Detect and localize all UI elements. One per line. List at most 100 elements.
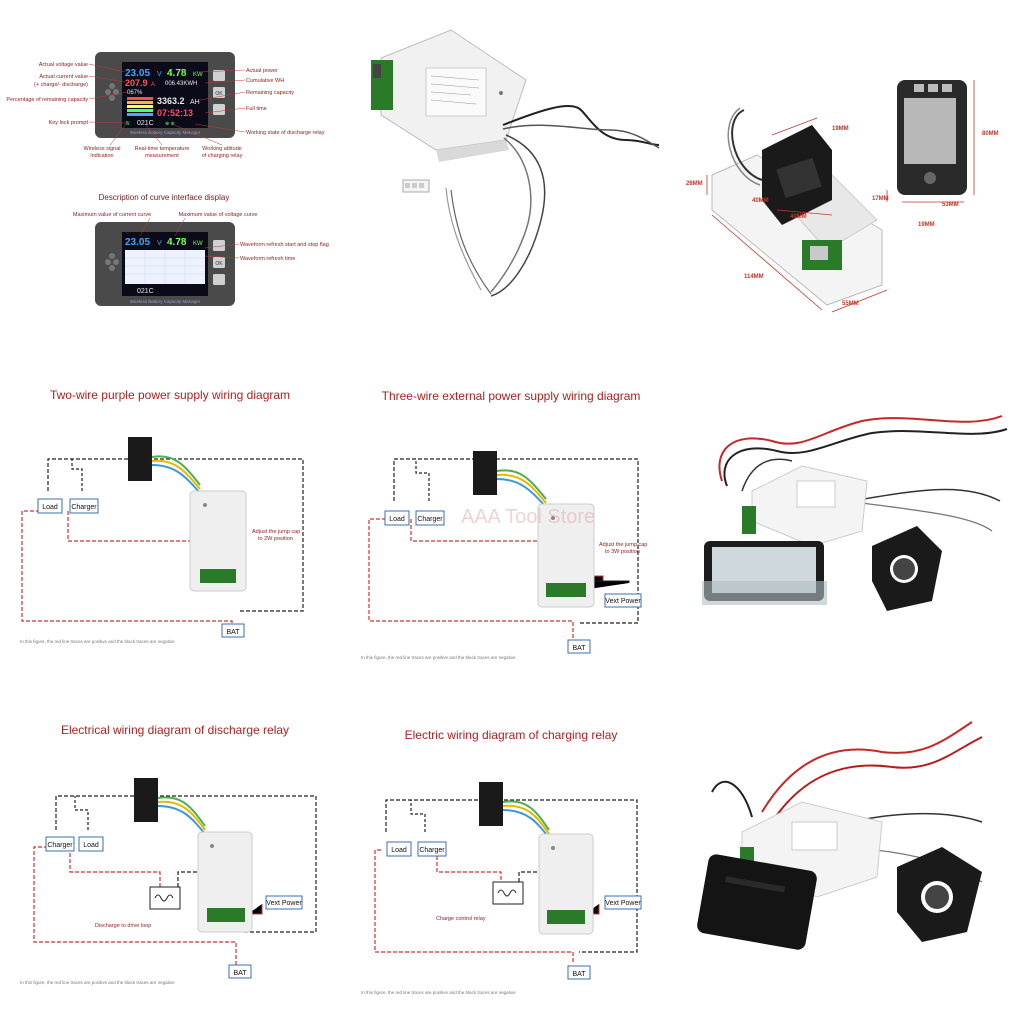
svg-text:Actual voltage value: Actual voltage value	[39, 62, 88, 68]
diagram-footnote: In this figure, the red line traces are …	[20, 639, 175, 644]
refresh-flag-annotation: Waveform refresh start and stop flag	[240, 242, 329, 248]
svg-text:Remaining capacity: Remaining capacity	[246, 90, 294, 96]
vext-power-label: Vext Power	[605, 598, 641, 605]
discharge-relay-diagram: Electrical wiring diagram of discharge r…	[20, 723, 317, 985]
kit-photo-alt-graphic	[697, 721, 983, 950]
svg-text:OK: OK	[215, 261, 223, 267]
curve-device: OK 23.05 V 4.78 KW 021C Wireless Battery…	[95, 222, 235, 306]
svg-text:Cumulative WH: Cumulative WH	[246, 78, 284, 84]
jumper-note: Adjust the jump cap	[599, 542, 647, 548]
current-reading: 207.9	[125, 78, 148, 88]
bat-box	[567, 639, 591, 654]
meter-device: OK 23.05 V 4.78 KW 207.9 A 006.43KWH 067…	[95, 52, 235, 138]
shunt-module	[197, 831, 253, 933]
dim-display-height: 80MM	[982, 131, 999, 137]
power-reading: 4.78	[167, 68, 187, 79]
diagram-footnote: In this figure, the red line traces are …	[361, 655, 516, 660]
svg-text:23.05: 23.05	[125, 237, 150, 248]
svg-text:of charging relay: of charging relay	[202, 153, 243, 159]
hall-sensor-icon	[473, 451, 497, 495]
load-label: Load	[391, 847, 407, 854]
charger-box	[45, 836, 75, 852]
jumper-note: Adjust the jump cap	[252, 529, 300, 535]
terminal-block	[207, 908, 245, 922]
lcd-screen	[122, 62, 208, 128]
diagram-footnote: In this figure, the red line traces are …	[20, 980, 175, 985]
hall-sensor-icon	[479, 782, 503, 826]
bat-box	[567, 965, 591, 980]
charger-label: Charger	[47, 842, 73, 849]
charging-relay-diagram: Electric wiring diagram of charging rela…	[361, 728, 642, 995]
shunt-module	[537, 503, 595, 608]
dim-display-thickness: 19MM	[918, 222, 935, 228]
diagram-title: Electrical wiring diagram of discharge r…	[61, 723, 289, 737]
kit-photo-alt-panel	[682, 682, 1023, 1023]
shunt-module	[371, 29, 527, 162]
dim-base-length: 114MM	[744, 274, 764, 280]
capacity-unit: AH	[190, 99, 200, 106]
svg-text:Wireless Battery Capacity Mana: Wireless Battery Capacity Manager	[130, 299, 201, 304]
vext-power-box	[265, 895, 303, 910]
max-voltage-annotation: Maximum value of voltage curve	[179, 212, 258, 218]
terminal-block	[200, 569, 236, 583]
svg-text:021C: 021C	[137, 288, 154, 295]
load-box	[78, 836, 104, 852]
bat-label: BAT	[572, 971, 586, 978]
relay-icon	[492, 881, 524, 905]
two-wire-diagram: Two-wire purple power supply wiring diag…	[20, 388, 304, 644]
two-wire-diagram-panel: Two-wire purple power supply wiring diag…	[0, 341, 341, 682]
dim-sensor-height: 28MM	[686, 181, 703, 187]
down-button	[213, 104, 225, 115]
load-label: Load	[83, 842, 99, 849]
relay-icon	[149, 886, 181, 910]
right-key-icon	[113, 89, 119, 95]
kit-photo-graphic	[702, 415, 1008, 611]
charger-box	[415, 510, 445, 526]
svg-text:Working state of discharge rel: Working state of discharge relay	[246, 130, 325, 136]
diagram-footnote: In this figure, the red line traces are …	[361, 990, 516, 995]
svg-text:4.78: 4.78	[167, 237, 187, 248]
svg-text:Actual power: Actual power	[246, 68, 278, 74]
vext-power-label: Vext Power	[266, 900, 302, 907]
up-key-icon	[109, 83, 115, 89]
relay-note: Charge control relay	[436, 916, 486, 922]
svg-text:measurement: measurement	[145, 153, 179, 159]
svg-text:Full time: Full time	[246, 106, 267, 112]
bat-label: BAT	[572, 645, 586, 652]
jumper-note-2: to 3W position	[605, 549, 640, 555]
diagram-title: Three-wire external power supply wiring …	[382, 389, 641, 403]
load-box	[386, 841, 412, 857]
display-unit	[897, 80, 967, 195]
dimension-lines	[706, 80, 975, 313]
dim-display-depth: 17MM	[872, 196, 889, 202]
bat-label: BAT	[226, 629, 240, 636]
svg-text:Percentage of remaining capaci: Percentage of remaining capacity	[6, 97, 88, 103]
dim-display-width: 53MM	[942, 202, 959, 208]
power-unit: KW	[193, 72, 203, 78]
bat-box	[228, 964, 252, 979]
load-label: Load	[389, 516, 405, 523]
store-watermark: AAA Tool Store	[461, 506, 595, 528]
max-current-annotation: Maximum value of current curve	[73, 212, 151, 218]
svg-text:indication: indication	[90, 153, 113, 159]
shunt-module	[189, 490, 247, 592]
hall-sensor-icon	[128, 437, 152, 481]
charger-label: Charger	[417, 516, 443, 523]
display-description-panel: OK 23.05 V 4.78 KW 207.9 A 006.43KWH 067…	[0, 0, 341, 341]
hall-sensor-icon	[134, 778, 158, 822]
battery-capacity-icon	[127, 97, 153, 116]
discharge-relay-diagram-panel: Electrical wiring diagram of discharge r…	[0, 682, 341, 1023]
capacity-percent: 067%	[127, 90, 143, 96]
charger-label: Charger	[71, 504, 97, 511]
refresh-time-annotation: Waveform refresh time	[240, 256, 295, 262]
display-description-graphic: OK 23.05 V 4.78 KW 207.9 A 006.43KWH 067…	[6, 52, 329, 306]
dim-sensor-depth: 19MM	[832, 126, 849, 132]
bottom-annotations: Wireless signal indication Real-time tem…	[84, 123, 243, 159]
down-key-icon	[109, 95, 115, 101]
current-unit: A	[151, 82, 155, 88]
hall-sensor	[897, 847, 982, 942]
relay-status-icon: ⊕ ⊕	[165, 121, 175, 127]
three-wire-diagram: Three-wire external power supply wiring …	[361, 389, 647, 660]
capacity-reading: 3363.2	[157, 96, 185, 106]
bat-label: BAT	[233, 970, 247, 977]
